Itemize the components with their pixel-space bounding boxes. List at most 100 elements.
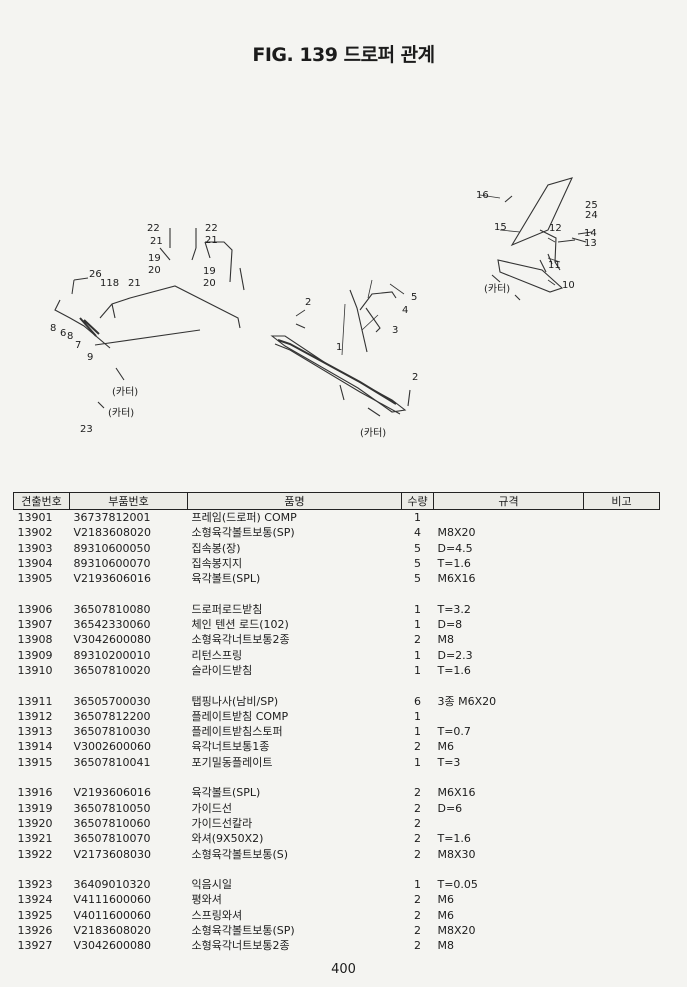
- callout-label: 15: [494, 222, 507, 233]
- part-number-cell: 89310600050: [73, 541, 151, 555]
- table-header-row: 견출번호 부품번호 품명 수량 규격 비고: [13, 492, 660, 510]
- ref-number-cell: 13911: [17, 694, 53, 708]
- part-number-cell: 36737812001: [73, 511, 151, 524]
- note-cell: [584, 525, 660, 540]
- ref-number-cell: 13902: [17, 526, 53, 540]
- part-name-cell: 평와셔: [191, 893, 222, 907]
- quantity-cell: 2: [414, 847, 421, 861]
- callout-label: 21: [205, 235, 218, 246]
- part-name-cell: 소형육각볼트보통(S): [191, 847, 289, 861]
- quantity-cell: 4: [414, 526, 421, 540]
- spec-cell: T=0.7: [437, 725, 471, 739]
- column-header: 규격: [433, 492, 584, 510]
- part-number-cell: V2183608020: [73, 526, 152, 540]
- note-cell: [584, 724, 660, 739]
- page-title: FIG. 139 드로퍼 관계: [252, 44, 435, 66]
- spec-cell: T=3.2: [437, 602, 471, 616]
- spec-cell: T=0.05: [437, 878, 478, 892]
- part-number-cell: 36409010320: [73, 878, 151, 892]
- cutter-label: (카터): [360, 427, 386, 439]
- callout-label: 23: [80, 424, 93, 435]
- callout-label: 8: [50, 323, 56, 334]
- quantity-cell: 1: [414, 511, 421, 524]
- part-number-cell: V2193606016: [73, 786, 152, 800]
- part-name-cell: 육각너트보통1종: [191, 740, 270, 754]
- part-number-cell: 36507810050: [73, 801, 151, 815]
- note-cell: [584, 648, 660, 663]
- part-number-cell: V4111600060: [73, 893, 152, 907]
- note-cell: [584, 709, 660, 724]
- spec-cell: [434, 816, 584, 831]
- spec-cell: M8X20: [437, 924, 476, 938]
- part-name-cell: 집속봉(장): [191, 541, 241, 555]
- part-number-cell: V4011600060: [73, 908, 152, 922]
- spec-cell: D=4.5: [437, 541, 473, 555]
- column-header: 비고: [583, 492, 660, 510]
- ref-number-cell: 13904: [17, 556, 53, 570]
- ref-number-cell: 13912: [17, 709, 53, 723]
- part-name-cell: 집속봉지지: [191, 556, 243, 570]
- part-name-cell: 리턴스프링: [191, 648, 243, 662]
- spec-cell: M6X16: [437, 786, 476, 800]
- part-name-cell: 플레이트받침 COMP: [191, 709, 289, 723]
- spec-cell: M6X16: [437, 572, 476, 586]
- callout-label: 1: [336, 342, 342, 353]
- ref-number-cell: 13916: [17, 786, 53, 800]
- part-number-cell: 36542330060: [73, 618, 151, 632]
- ref-number-cell: 13908: [17, 633, 53, 647]
- quantity-cell: 2: [414, 740, 421, 754]
- callout-label: 14: [584, 228, 597, 239]
- part-name-cell: 육각볼트(SPL): [191, 572, 261, 586]
- note-cell: [584, 663, 660, 678]
- ref-number-cell: 13910: [17, 663, 53, 677]
- ref-number-cell: 13926: [17, 924, 53, 938]
- spec-cell: M6: [437, 740, 455, 754]
- callout-label: 22: [205, 223, 218, 234]
- cutter-label: (카터): [484, 283, 510, 295]
- callout-label: 26: [89, 269, 102, 280]
- part-name-cell: 소형육각너트보통2종: [191, 939, 290, 953]
- quantity-cell: 2: [414, 908, 421, 922]
- spec-cell: T=3: [437, 755, 461, 769]
- quantity-cell: 5: [414, 541, 421, 555]
- spec-cell: [434, 709, 584, 724]
- ref-number-cell: 13927: [17, 939, 53, 953]
- callout-label: 21: [150, 236, 163, 247]
- ref-number-cell: 13909: [17, 648, 53, 662]
- callout-label: 25: [585, 200, 598, 211]
- spec-cell: D=6: [437, 801, 463, 815]
- callout-label: 20: [203, 278, 216, 289]
- callout-label: 22: [147, 223, 160, 234]
- quantity-cell: 2: [414, 832, 421, 846]
- group-spacer: [14, 862, 660, 877]
- callout-label: 20: [148, 265, 161, 276]
- quantity-cell: 2: [414, 893, 421, 907]
- note-cell: [584, 831, 660, 846]
- quantity-cell: 6: [414, 694, 421, 708]
- spec-cell: T=1.6: [437, 556, 471, 570]
- ref-number-cell: 13924: [17, 893, 53, 907]
- quantity-cell: 2: [414, 786, 421, 800]
- part-number-cell: 89310200010: [73, 648, 151, 662]
- quantity-cell: 1: [414, 725, 421, 739]
- spec-cell: D=8: [437, 618, 463, 632]
- spec-cell: T=1.6: [437, 663, 471, 677]
- part-number-cell: 36507812200: [73, 709, 151, 723]
- part-name-cell: 체인 텐션 로드(102): [191, 618, 289, 632]
- note-cell: [584, 571, 660, 586]
- quantity-cell: 5: [414, 556, 421, 570]
- spec-cell: M6: [437, 908, 455, 922]
- note-cell: [584, 938, 660, 953]
- note-cell: [584, 877, 660, 892]
- part-name-cell: 스프링와셔: [191, 908, 243, 922]
